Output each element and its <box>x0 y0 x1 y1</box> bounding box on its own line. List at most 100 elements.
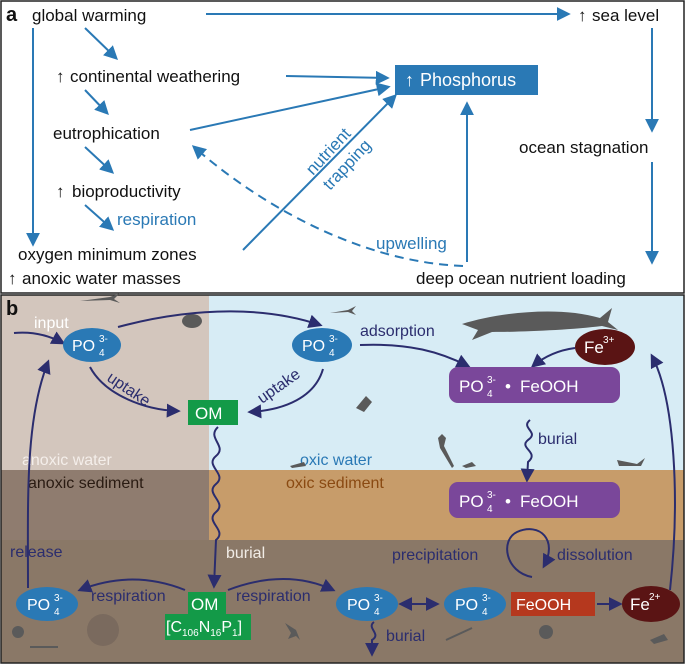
svg-text:3-: 3- <box>54 593 63 604</box>
svg-text:Phosphorus: Phosphorus <box>420 70 516 90</box>
svg-text:OM: OM <box>195 404 222 423</box>
svg-text:FeOOH: FeOOH <box>520 492 579 511</box>
fe2-node: Fe 2+ <box>622 586 680 622</box>
svg-text:4: 4 <box>487 504 493 515</box>
label-upwelling: upwelling <box>376 234 447 253</box>
shrimp-icon <box>462 462 476 468</box>
arrow-release <box>26 359 51 589</box>
svg-text:FeOOH: FeOOH <box>520 377 579 396</box>
anoxic-water-bg <box>1 295 209 470</box>
panel-b-label: b <box>6 298 18 320</box>
label-anoxic-water: anoxic water <box>22 452 112 469</box>
arrow-warming-to-weathering <box>84 27 119 60</box>
ammonite-icon <box>182 314 202 328</box>
arrow-respiration-right <box>227 578 336 592</box>
po4-node-released: PO 4 3- <box>16 587 78 621</box>
po4-feooh-node-sediment: PO 4 3- FeOOH <box>444 587 595 621</box>
node-ocean-stagnation: ocean stagnation <box>519 138 649 157</box>
crinoid-icon <box>438 434 454 468</box>
arrow-respiration-left <box>77 578 186 593</box>
arrow-burial-bottom <box>365 621 379 657</box>
label-burial-om: burial <box>226 545 265 562</box>
arrow-fe3-to-feooh <box>530 347 576 368</box>
panel-b: b anoxic water anoxic sediment oxic wate… <box>0 293 685 664</box>
svg-text:3-: 3- <box>329 334 338 345</box>
arrow-precipitation-dissolution-cycle <box>506 528 556 578</box>
svg-text:4: 4 <box>329 348 335 359</box>
node-sea-level: ↑ sea level <box>578 6 659 25</box>
po4-node-input: PO 4 3- <box>63 328 121 362</box>
squid-icon <box>356 396 372 412</box>
up-arrow-icon: ↑ <box>8 269 17 288</box>
label-adsorption: adsorption <box>360 323 435 340</box>
arrow-omz-to-phosphorus <box>242 94 397 251</box>
arrow-bioproductivity-to-omz <box>84 204 115 231</box>
svg-text:PO: PO <box>347 597 370 614</box>
arrow-weathering-to-eutrophication <box>84 89 109 116</box>
svg-text:4: 4 <box>99 348 105 359</box>
arrow-uptake-left <box>89 366 181 418</box>
svg-text:PO: PO <box>72 338 95 355</box>
po4-node-oxic-water: PO 4 3- <box>292 328 352 362</box>
svg-text:PO: PO <box>455 597 478 614</box>
arrow-loading-to-eutrophication-dashed <box>191 145 464 267</box>
crab-icon <box>539 625 553 639</box>
panel-b-frame <box>0 294 685 664</box>
shell-icon <box>12 626 24 638</box>
node-bioproductivity: ↑ bioproductivity <box>56 182 181 201</box>
po4-feooh-node-oxic-sediment: PO 4 3- • FeOOH <box>449 482 620 518</box>
panel-a: a global warming ↑ sea level ↑ continent… <box>0 0 685 294</box>
svg-text:FeOOH: FeOOH <box>516 597 571 614</box>
svg-text:OM: OM <box>191 595 218 614</box>
svg-text:3+: 3+ <box>603 335 615 346</box>
po4-feooh-node-water: PO 4 3- • FeOOH <box>449 367 620 403</box>
node-global-warming: global warming <box>32 6 146 25</box>
node-oxygen-minimum-zones: oxygen minimum zones <box>18 245 197 264</box>
svg-text:PO: PO <box>27 597 50 614</box>
arrow-input <box>13 331 66 345</box>
lobster-icon <box>617 458 645 466</box>
label-respiration: respiration <box>117 210 196 229</box>
svg-text:4: 4 <box>374 607 380 618</box>
svg-text:sea level: sea level <box>592 6 659 25</box>
svg-text:bioproductivity: bioproductivity <box>72 182 181 201</box>
up-arrow-icon: ↑ <box>56 67 65 86</box>
label-burial-bottom: burial <box>386 628 425 645</box>
shrimp-icon <box>650 634 668 644</box>
up-arrow-icon: ↑ <box>578 6 587 25</box>
svg-text:PO: PO <box>459 377 484 396</box>
arrow-weathering-to-phosphorus <box>285 70 390 85</box>
node-anoxic-water-masses: ↑ anoxic water masses <box>8 269 181 288</box>
svg-text:4: 4 <box>482 607 488 618</box>
ichthyosaur-icon <box>462 308 618 340</box>
label-burial-feooh: burial <box>538 431 577 448</box>
svg-text:3-: 3- <box>99 334 108 345</box>
label-precipitation: precipitation <box>392 547 478 564</box>
arrow-uptake-right <box>247 368 324 419</box>
om-node-water: OM <box>188 400 238 425</box>
svg-text:4: 4 <box>487 389 493 400</box>
node-eutrophication: eutrophication <box>53 124 160 143</box>
crayfish-icon <box>285 623 300 640</box>
svg-text:Fe: Fe <box>584 338 604 357</box>
arrow-eutrophication-to-bioproductivity <box>84 146 115 174</box>
svg-text:continental weathering: continental weathering <box>70 67 240 86</box>
svg-text:PO: PO <box>302 338 325 355</box>
arrow-adsorption <box>359 343 471 368</box>
fish-icon <box>80 293 120 303</box>
svg-text:•: • <box>505 492 511 511</box>
label-dissolution: dissolution <box>557 547 633 564</box>
label-respiration-right: respiration <box>236 588 311 605</box>
svg-text:3-: 3- <box>487 490 496 501</box>
node-deep-ocean-nutrient-loading: deep ocean nutrient loading <box>416 269 626 288</box>
om-node-sediment: OM [C106N16P1] <box>165 592 251 640</box>
svg-text:2+: 2+ <box>649 592 661 603</box>
svg-text:3-: 3- <box>482 593 491 604</box>
label-anoxic-sediment: anoxic sediment <box>28 475 144 492</box>
label-respiration-left: respiration <box>91 588 166 605</box>
fe3-node: Fe 3+ <box>575 329 635 365</box>
fish-icon <box>330 306 356 315</box>
arrow-eutrophication-to-phosphorus <box>189 82 391 131</box>
arrow-burial-om <box>207 426 222 589</box>
